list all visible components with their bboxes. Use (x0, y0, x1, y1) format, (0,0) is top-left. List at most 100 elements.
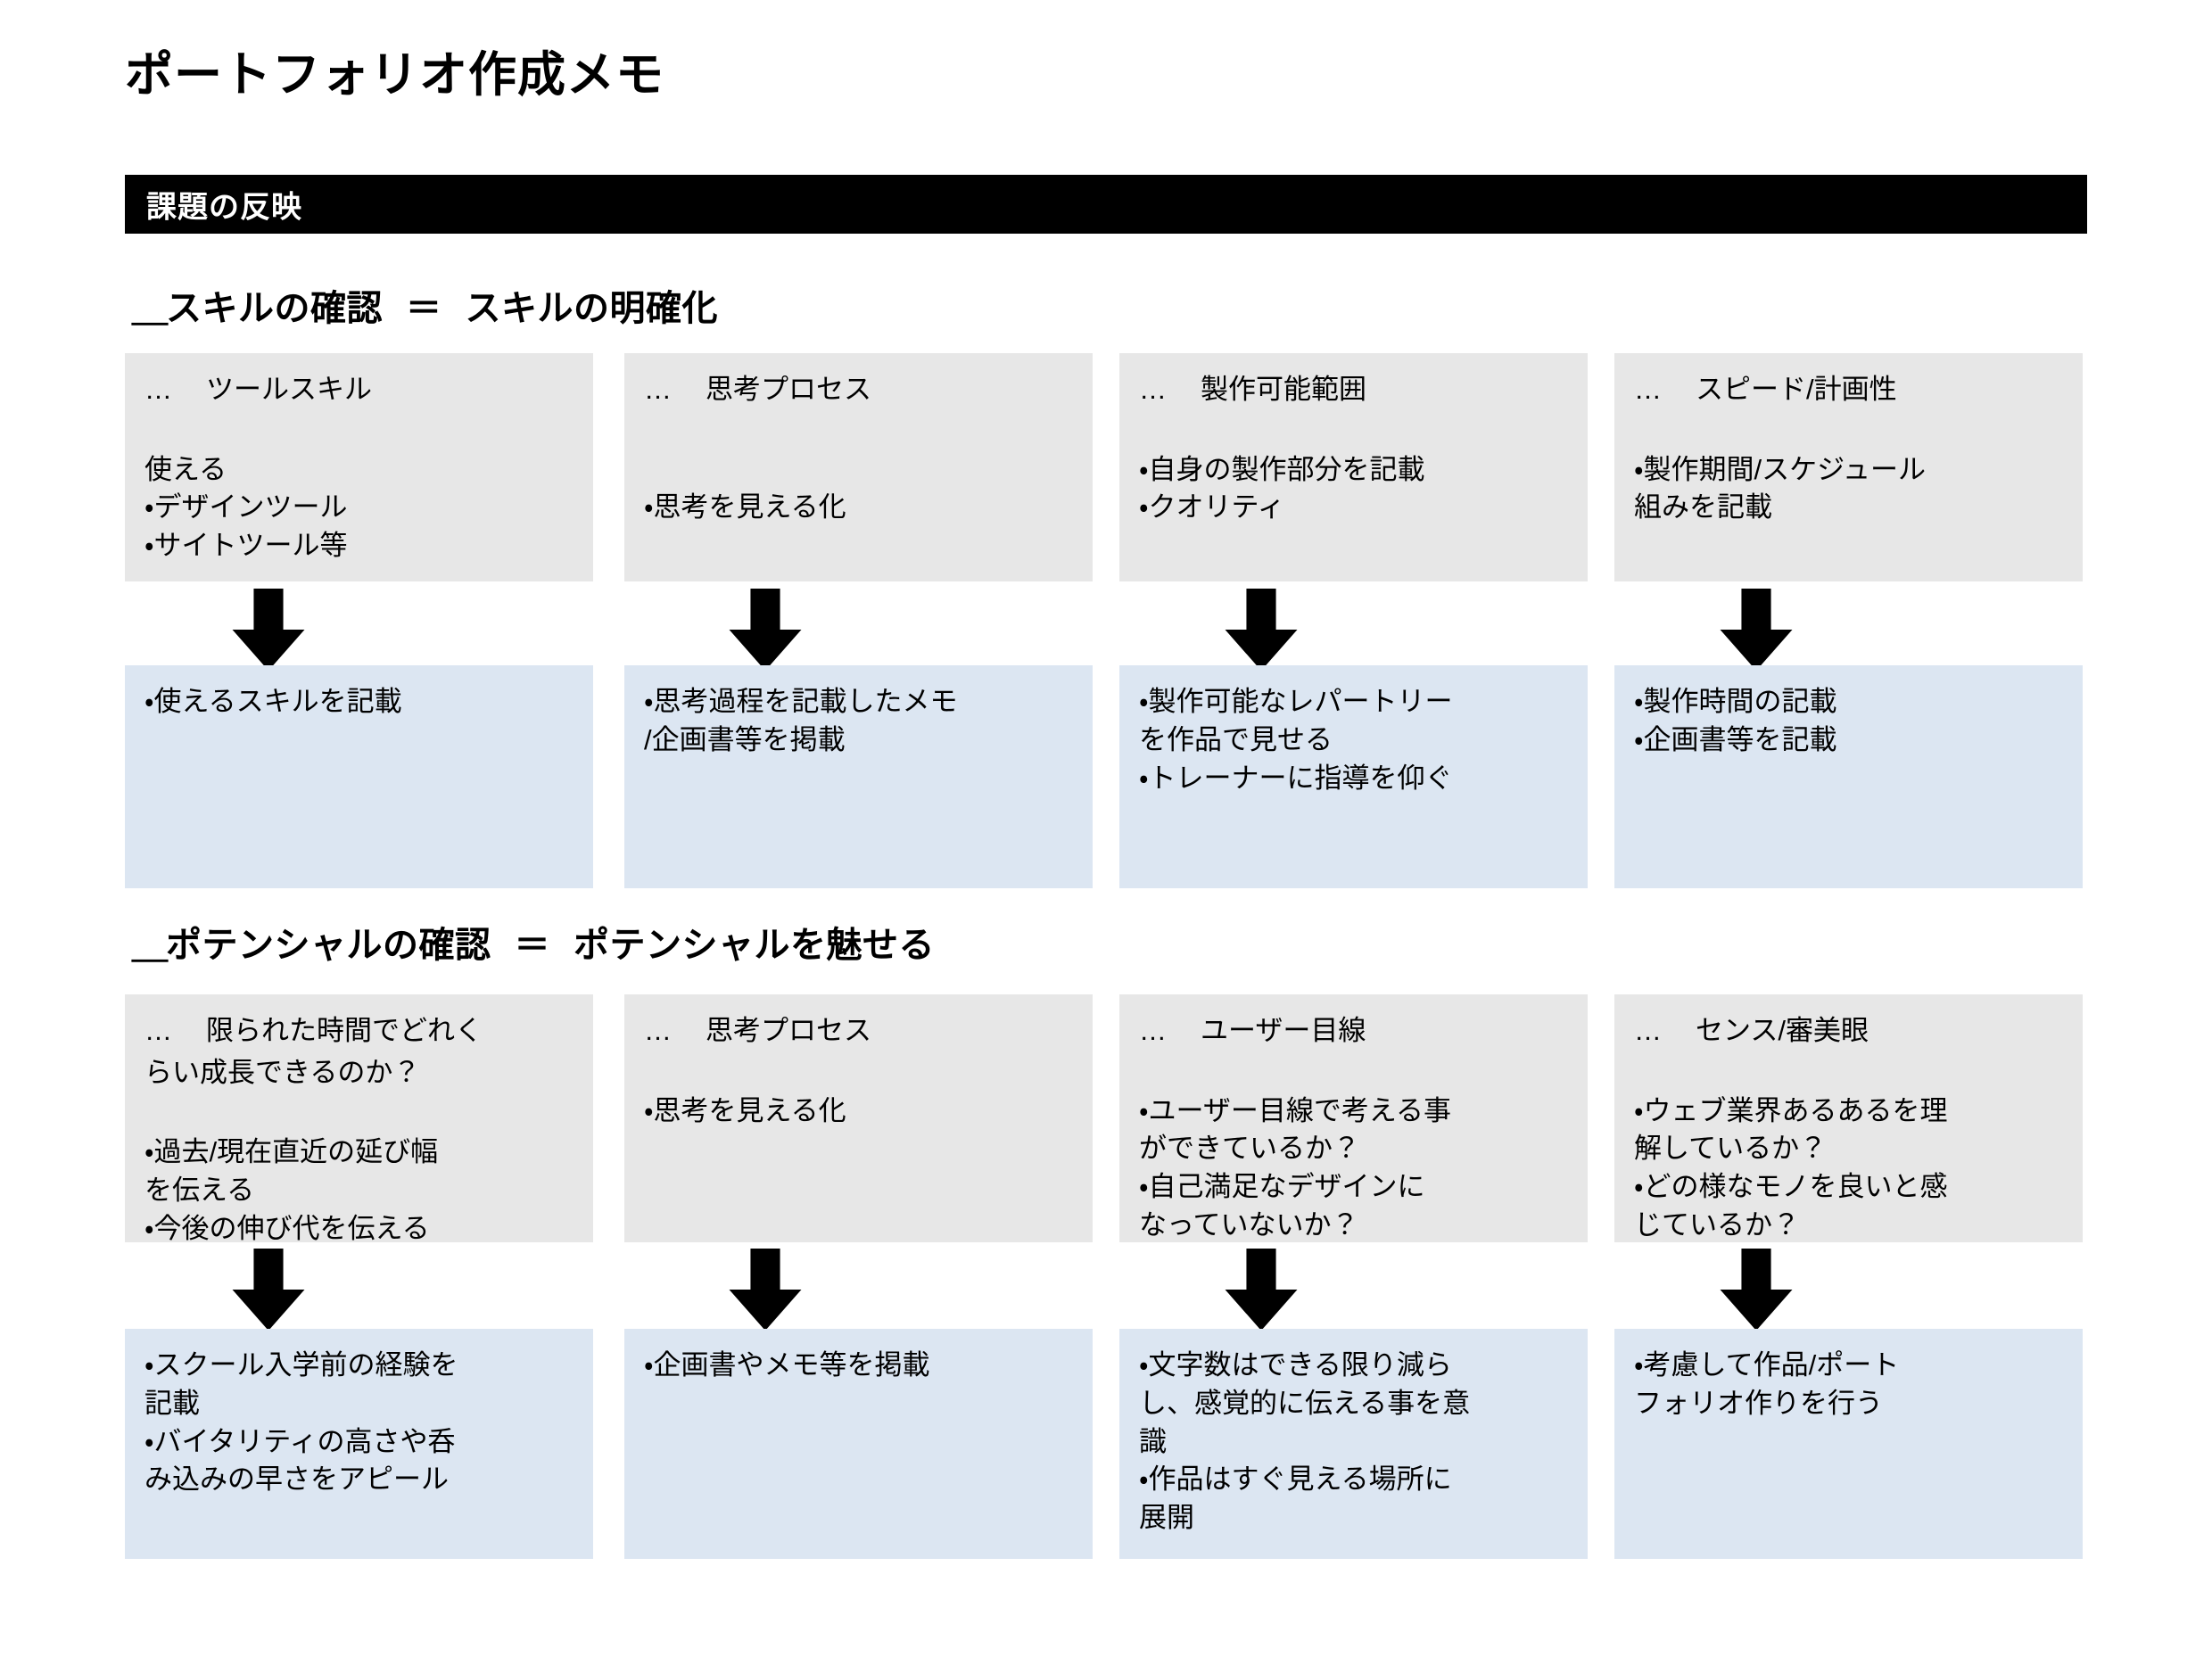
group-heading-left: スキルの確認 (166, 289, 383, 328)
card-line: ・企画書等を記載 (1634, 723, 1837, 755)
card-heading-text: ユーザー目線 (1201, 1015, 1366, 1046)
card-line: 展開 (1139, 1502, 1194, 1534)
ellipsis-icon: … (1634, 374, 1663, 405)
source-card-thinking-process-2: …思考プロセス ・思考を見える化 (624, 994, 1093, 1242)
card-line: ・デザインツール (144, 491, 348, 523)
card-line: ・スクール入学前の経験を (144, 1349, 458, 1381)
source-card-thinking-process: …思考プロセス ・思考を見える化 (624, 353, 1093, 581)
card-line: ・使えるスキルを記載 (144, 686, 402, 717)
group-heading-equals: ＝ (406, 289, 442, 328)
group-heading-potential: ＿ポテンシャルの確認＝ポテンシャルを魅せる (132, 916, 935, 968)
result-card-production-scope: ・製作可能なレパートリー を作品で見せる ・トレーナーに指導を仰ぐ (1119, 665, 1588, 888)
card-line: 使える (144, 453, 227, 485)
source-card-user-perspective: …ユーザー目線 ・ユーザー目線で考える事 ができているか？ ・自己満足なデザイン… (1119, 994, 1588, 1242)
card-line: ・思考過程を記載したメモ (644, 686, 958, 717)
ellipsis-icon: … (1634, 1015, 1663, 1046)
result-card-speed-planning: ・製作時間の記載 ・企画書等を記載 (1614, 665, 2083, 888)
card-line: ・企画書やメモ等を掲載 (644, 1349, 930, 1381)
card-line: ・文字数はできる限り減ら (1139, 1349, 1452, 1381)
card-body: ・考慮して作品/ポート フォリオ作りを行う (1634, 1347, 2063, 1423)
card-line: ・ユーザー目線で考える事 (1139, 1094, 1451, 1126)
card-line: 識 (1139, 1425, 1167, 1457)
card-body: ・思考を見える化 (644, 413, 1073, 527)
card-heading-text: ツールスキル (206, 374, 372, 405)
card-line (644, 1054, 1073, 1092)
card-line (144, 413, 574, 451)
down-arrow-icon (724, 589, 806, 671)
card-heading: …思考プロセス (644, 1012, 1073, 1051)
group-heading-underscore: ＿ (132, 289, 168, 328)
card-line: ・自己満足なデザインに (1139, 1171, 1425, 1203)
result-card-sense-aesthetics: ・考慮して作品/ポート フォリオ作りを行う (1614, 1329, 2083, 1559)
down-arrow-icon (227, 1249, 310, 1331)
card-line: 記載 (144, 1387, 200, 1419)
card-body: ・思考を見える化 (644, 1054, 1073, 1131)
card-line: なっていないか？ (1139, 1208, 1359, 1241)
group-heading-left: ポテンシャルの確認 (166, 926, 491, 965)
card-body: ・スクール入学前の経験を 記載 ・バイタリティの高さや呑 み込みの早さをアピール (144, 1347, 574, 1499)
card-body: ・製作可能なレパートリー を作品で見せる ・トレーナーに指導を仰ぐ (1139, 683, 1568, 797)
down-arrow-icon (1220, 1249, 1302, 1331)
card-heading: … 製作可能範囲 (1139, 371, 1568, 409)
card-body: ・企画書やメモ等を掲載 (644, 1347, 1073, 1385)
card-heading: … センス/審美眼 (1634, 1012, 2063, 1051)
card-line: じているか？ (1634, 1208, 1800, 1241)
section-banner: 課題の反映 (125, 175, 2087, 234)
down-arrow-icon (1715, 1249, 1797, 1331)
card-line: ・思考を見える化 (644, 491, 846, 523)
group-heading-equals: ＝ (514, 926, 550, 965)
group-heading-underscore: ＿ (132, 926, 168, 965)
card-heading: … ツールスキル (144, 371, 574, 409)
card-line (1634, 1054, 2063, 1092)
card-line: ・今後の伸び代を伝える (144, 1212, 430, 1244)
card-body: ・文字数はできる限り減ら し、感覚的に伝える事を意 識 ・作品はすぐ見える場所に… (1139, 1347, 1568, 1537)
card-line: /企画書等を掲載 (644, 723, 846, 755)
ellipsis-icon: … (144, 374, 174, 405)
result-card-user-perspective: ・文字数はできる限り減ら し、感覚的に伝える事を意 識 ・作品はすぐ見える場所に… (1119, 1329, 1588, 1559)
card-line: ・どの様なモノを良いと感 (1634, 1171, 1948, 1203)
card-line: 組みを記載 (1634, 491, 1772, 523)
card-line: ・サイトツール等 (144, 530, 348, 562)
card-line: フォリオ作りを行う (1634, 1387, 1883, 1419)
card-heading: … 限られた時間でどれく (144, 1012, 574, 1051)
source-card-production-scope: … 製作可能範囲 ・自身の製作部分を記載 ・クオリティ (1119, 353, 1588, 581)
card-body: ・製作期間/スケジュール 組みを記載 (1634, 413, 2063, 527)
card-line: み込みの早さをアピール (144, 1463, 449, 1496)
card-body: ・ユーザー目線で考える事 ができているか？ ・自己満足なデザインに なっていない… (1139, 1054, 1568, 1245)
result-card-thinking-process-2: ・企画書やメモ等を掲載 (624, 1329, 1093, 1559)
section-banner-label: 課題の反映 (146, 190, 302, 225)
card-heading: …スピード/計画性 (1634, 371, 2063, 409)
card-line: ・思考を見える化 (644, 1094, 846, 1126)
card-line (1139, 413, 1568, 451)
card-line: ・バイタリティの高さや呑 (144, 1425, 456, 1457)
card-spacer (644, 451, 1073, 490)
card-line (1634, 413, 2063, 451)
card-line (644, 413, 1073, 451)
card-body: ・思考過程を記載したメモ /企画書等を掲載 (644, 683, 1073, 760)
ellipsis-icon: … (1139, 374, 1168, 405)
down-arrow-icon (724, 1249, 806, 1331)
card-line: ・製作可能なレパートリー (1139, 686, 1453, 717)
card-heading-text: センス/審美眼 (1696, 1015, 1869, 1046)
card-line (1139, 1054, 1568, 1092)
card-body: ・製作時間の記載 ・企画書等を記載 (1634, 683, 2063, 760)
ellipsis-icon: … (644, 374, 673, 405)
result-card-tool-skill: ・使えるスキルを記載 (125, 665, 593, 888)
card-body: ・使えるスキルを記載 (144, 683, 574, 721)
source-card-tool-skill: … ツールスキル 使える ・デザインツール ・サイトツール等 (125, 353, 593, 581)
card-heading-text: 限られた時間でどれく (206, 1015, 483, 1046)
ellipsis-icon: … (644, 1015, 673, 1046)
down-arrow-icon (1220, 589, 1302, 671)
card-heading-text: 製作可能範囲 (1201, 374, 1366, 405)
card-line: ・自身の製作部分を記載 (1139, 453, 1425, 485)
ellipsis-icon: … (144, 1015, 174, 1046)
card-line: ・クオリティ (1139, 491, 1285, 523)
result-card-growth-speed: ・スクール入学前の経験を 記載 ・バイタリティの高さや呑 み込みの早さをアピール (125, 1329, 593, 1559)
card-body: ・自身の製作部分を記載 ・クオリティ (1139, 413, 1568, 527)
card-heading-text-cont: らい成長できるのか？ (144, 1056, 421, 1088)
card-line: ・製作時間の記載 (1634, 686, 1837, 717)
down-arrow-icon (227, 589, 310, 671)
card-line: ・製作期間/スケジュール (1634, 453, 1926, 485)
card-line: ・考慮して作品/ポート (1634, 1349, 1900, 1381)
card-body: ・過去/現在直近の延び幅 を伝える ・今後の伸び代を伝える (144, 1096, 574, 1249)
